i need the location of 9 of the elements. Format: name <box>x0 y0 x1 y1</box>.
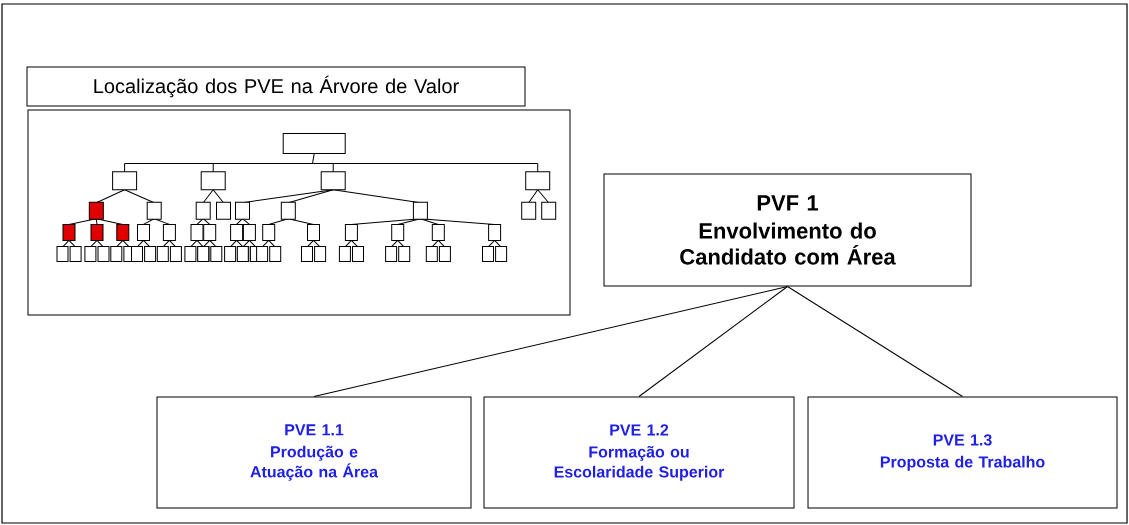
criterion-box: PVE 1.1 Produção e Atuação na Área <box>156 396 472 509</box>
connector-line <box>787 286 963 397</box>
connector-line <box>638 286 788 397</box>
factor-box: PVF 1 Envolvimento do Candidato com Área <box>603 173 972 287</box>
title-box: Localização dos PVE na Árvore de Valor <box>26 66 526 107</box>
criterion-box: PVE 1.2 Formação ou Escolaridade Superior <box>483 396 795 509</box>
criterion-box: PVE 1.3 Proposta de Trabalho <box>807 396 1118 509</box>
connector-line <box>313 286 788 397</box>
tree-diagram-drawing <box>27 109 571 316</box>
